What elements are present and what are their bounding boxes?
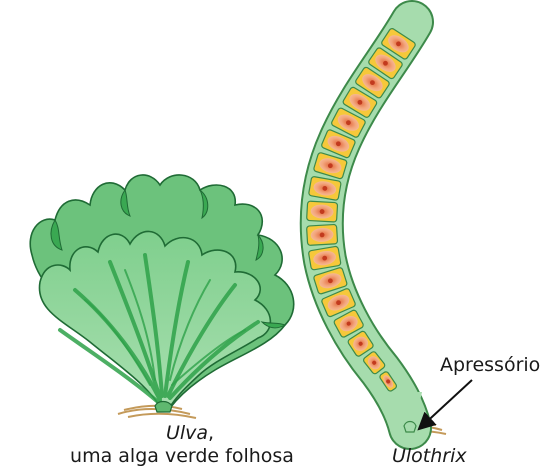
ulva-label: Ulva, bbox=[150, 422, 230, 444]
filament-cell bbox=[307, 201, 338, 222]
ulothrix-label: Ulothrix bbox=[392, 445, 467, 467]
filament-cells bbox=[307, 28, 417, 393]
ulva-description: uma alga verde folhosa bbox=[62, 445, 302, 467]
apressorio-arrow bbox=[420, 380, 472, 428]
filament-cell bbox=[307, 224, 338, 245]
filament-cell bbox=[308, 246, 341, 270]
ulva-name-text: Ulva bbox=[166, 422, 208, 444]
apressorio-label: Apressório bbox=[440, 354, 540, 376]
ulva-holdfast bbox=[155, 402, 172, 413]
ulva-algae bbox=[30, 175, 293, 418]
ulothrix-holdfast bbox=[404, 422, 416, 433]
ulothrix-filament bbox=[307, 22, 446, 434]
ulva-comma: , bbox=[208, 422, 214, 444]
